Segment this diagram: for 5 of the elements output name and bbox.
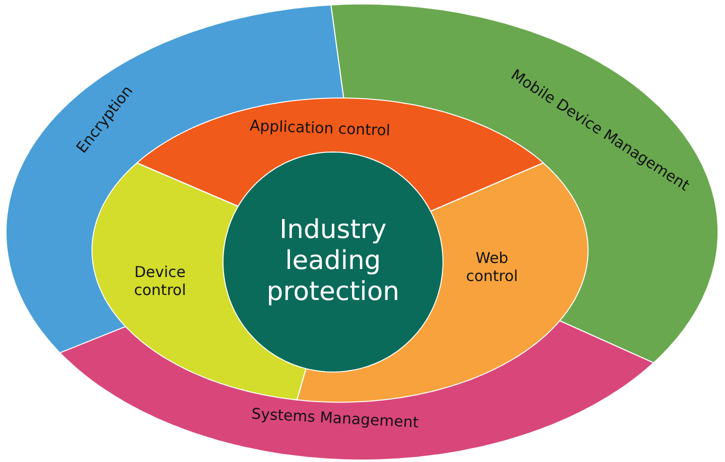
segment-label: Application control — [248, 116, 392, 140]
segment-label: Systems Management — [250, 404, 420, 432]
center-label: Industry leading protection — [266, 215, 400, 309]
segment-label: Device control — [133, 264, 187, 299]
segment-label: Web control — [464, 250, 519, 285]
